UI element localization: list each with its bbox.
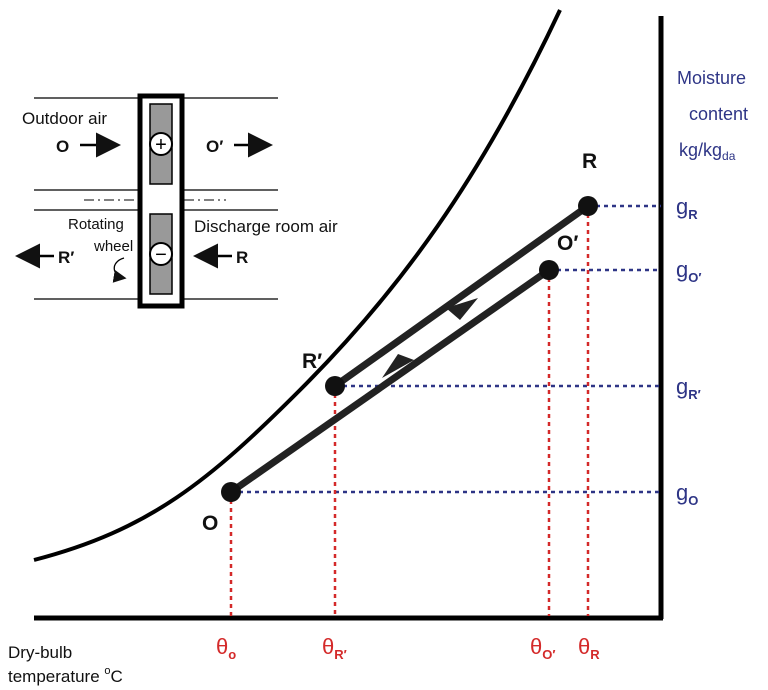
minus-circle-icon [149,242,173,266]
point-r-prime [325,376,345,396]
x-title-line2: temperature oC [8,665,123,686]
arrowhead-r-process [446,298,478,320]
saturation-curve [33,9,562,562]
inset-wheel: wheel [93,238,133,255]
process-line-o-to-o-prime [228,267,552,495]
inset-r-out: R′ [58,248,74,267]
label-point-r-prime: R′ [302,350,322,373]
wheel-inset: + − Outdoor air O O′ Rotating wheel Disc… [15,93,338,309]
inset-rotating: Rotating [68,216,124,233]
label-g-r-prime: gR′ [676,374,701,402]
inset-o-out: O′ [206,137,223,156]
label-theta-r: θR [578,634,600,662]
y-title-line1: Moisture [677,68,746,88]
svg-text:−: − [155,244,167,266]
svg-text:+: + [155,134,167,156]
plus-circle-icon [149,132,173,156]
y-title-line2: content [689,104,748,124]
label-point-r: R [582,150,597,173]
inset-r-in: R [236,248,248,267]
inset-o-in: O [56,137,69,156]
label-theta-o: θo [216,634,236,662]
label-g-o-prime: gO′ [676,257,701,285]
inset-outdoor-air: Outdoor air [22,109,107,128]
point-r [578,196,598,216]
label-point-o-prime: O′ [557,232,578,255]
point-o [221,482,241,502]
label-theta-o-prime: θO′ [530,634,555,662]
rotation-arrow-icon [112,257,127,283]
label-theta-r-prime: θR′ [322,634,347,662]
label-point-o: O [202,512,218,535]
y-unit: kg/kgda [679,140,736,163]
process-line-r-to-r-prime [332,203,591,389]
x-title-line1: Dry-bulb [8,643,72,662]
arrowhead-o-process [382,354,414,378]
label-g-r: gR [676,194,698,222]
inset-discharge: Discharge room air [194,217,338,236]
label-g-o: gO [676,480,698,508]
point-o-prime [539,260,559,280]
